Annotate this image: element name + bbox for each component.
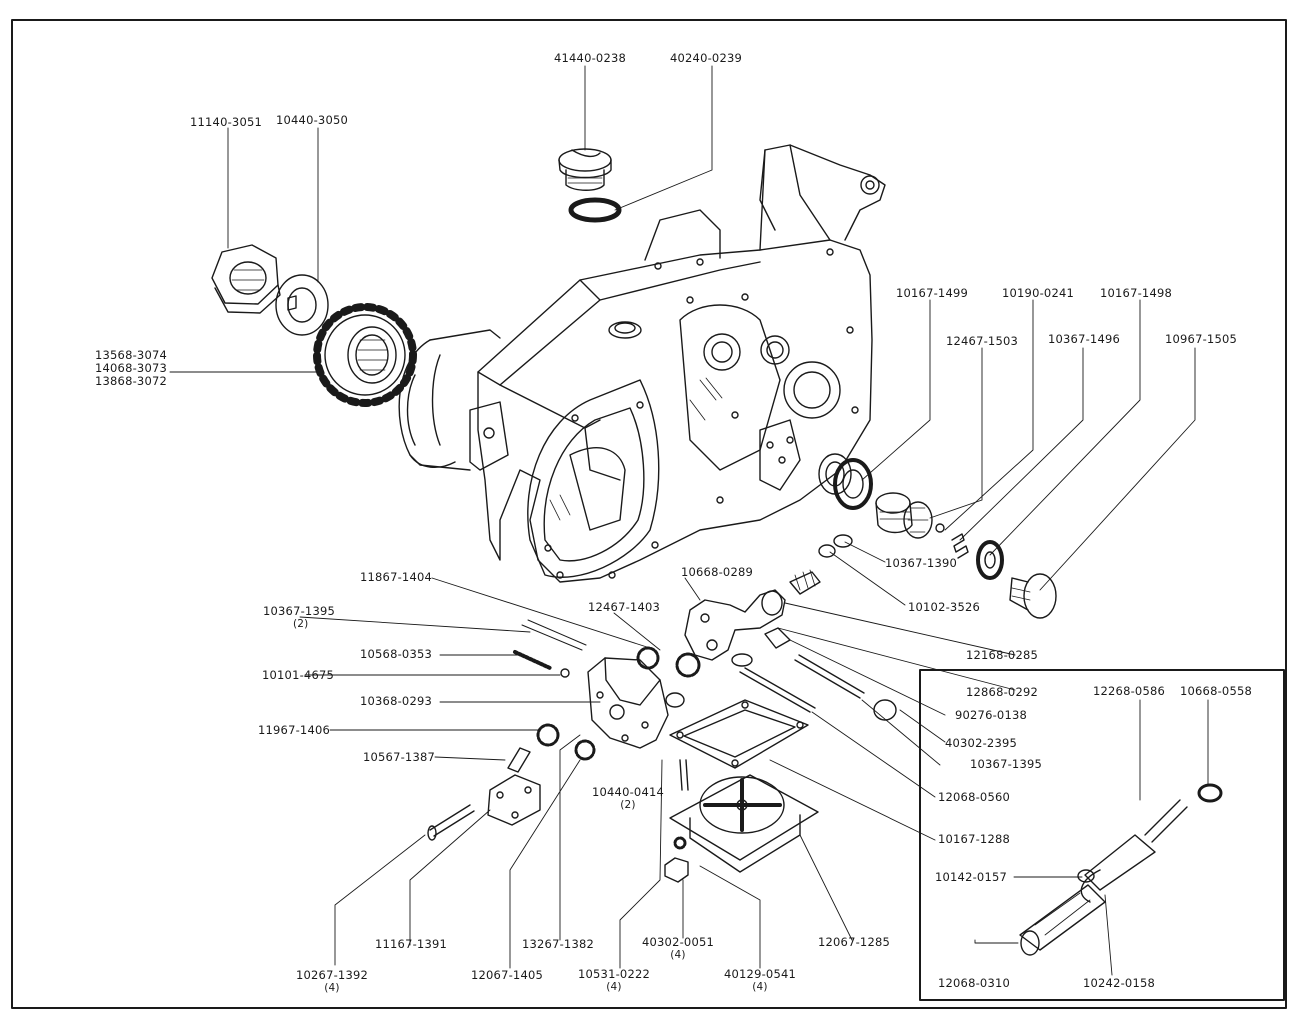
part-label: 11140-3051 xyxy=(190,115,262,129)
part-label: 13267-1382 xyxy=(522,937,594,951)
part-label: 11167-1391 xyxy=(375,937,447,951)
part-label: 12467-1503 xyxy=(946,334,1018,348)
part-quantity: (4) xyxy=(324,982,340,994)
part-label: 10440-3050 xyxy=(276,113,348,127)
sprocket-nut xyxy=(211,244,281,314)
page-frame xyxy=(11,19,1287,1009)
part-quantity: (2) xyxy=(293,618,309,630)
pump-screw xyxy=(427,804,475,841)
part-label: 11867-1404 xyxy=(360,570,432,584)
part-quantity: (4) xyxy=(606,981,622,993)
part-label: 10568-0353 xyxy=(360,647,432,661)
studs xyxy=(513,619,865,791)
inset-sleeve xyxy=(1019,884,1106,956)
part-label: 10668-0289 xyxy=(681,565,753,579)
nut-cap xyxy=(665,692,685,708)
leader-lines xyxy=(169,65,1209,976)
star-washer xyxy=(673,836,687,850)
part-quantity: (4) xyxy=(752,981,768,993)
part-label: 41440-0238 xyxy=(554,51,626,65)
sump-nut xyxy=(664,857,689,883)
filter-sump xyxy=(669,774,819,873)
part-label: 13568-3074 xyxy=(95,348,167,362)
part-label: 10368-0293 xyxy=(360,694,432,708)
spring xyxy=(951,533,969,559)
part-label: 12868-0292 xyxy=(966,685,1038,699)
small-washer xyxy=(818,544,836,558)
lock-washer xyxy=(275,274,329,336)
inset-shaft xyxy=(1077,783,1223,903)
part-label: 10668-0558 xyxy=(1180,684,1252,698)
check-ball xyxy=(560,668,570,678)
part-label: 10190-0241 xyxy=(1002,286,1074,300)
part-label: 10167-1499 xyxy=(896,286,968,300)
part-quantity: (4) xyxy=(670,949,686,961)
pump-gasket xyxy=(669,699,809,769)
part-label: 12467-1403 xyxy=(588,600,660,614)
part-label: 11967-1406 xyxy=(258,723,330,737)
locknut xyxy=(873,699,897,721)
inset-frame xyxy=(919,669,1285,1001)
part-label: 13868-3072 xyxy=(95,374,167,388)
part-label: 10167-1498 xyxy=(1100,286,1172,300)
part-label: 10367-1395 (2) xyxy=(263,605,335,631)
part-label: 10267-1392 (4) xyxy=(296,969,368,995)
part-label: 12067-1405 xyxy=(471,968,543,982)
ball xyxy=(935,523,945,533)
part-label: 90276-0138 xyxy=(955,708,1027,722)
part-label: 12268-0586 xyxy=(1093,684,1165,698)
part-label: 12068-0560 xyxy=(938,790,1010,804)
part-label: 10967-1505 xyxy=(1165,332,1237,346)
part-label: 10242-0158 xyxy=(1083,976,1155,990)
part-number: 10267-1392 xyxy=(296,968,368,982)
part-quantity: (2) xyxy=(620,799,636,811)
part-label: 40302-2395 xyxy=(945,736,1017,750)
part-label: 10167-1288 xyxy=(938,832,1010,846)
part-number: 40129-0541 xyxy=(724,967,796,981)
part-number: 10531-0222 xyxy=(578,967,650,981)
pump-plunger xyxy=(789,569,821,595)
part-label: 10102-3526 xyxy=(908,600,980,614)
oil-seal xyxy=(833,458,873,510)
part-label: 10531-0222 (4) xyxy=(578,968,650,994)
part-number: 10367-1395 xyxy=(263,604,335,618)
end-plate xyxy=(487,774,541,826)
bearing-sleeve xyxy=(875,492,933,539)
part-label: 10367-1496 xyxy=(1048,332,1120,346)
part-label: 40240-0239 xyxy=(670,51,742,65)
part-label: 14068-3073 xyxy=(95,361,167,375)
pump-gears xyxy=(536,646,701,761)
part-label: 12068-0310 xyxy=(938,976,1010,990)
drain-plug xyxy=(1009,573,1057,619)
part-label: 10440-0414 (2) xyxy=(592,786,664,812)
part-label: 10367-1395 xyxy=(970,757,1042,771)
t-bolt xyxy=(731,627,816,713)
part-label: 10142-0157 xyxy=(935,870,1007,884)
part-label: 12168-0285 xyxy=(966,648,1038,662)
washer-right xyxy=(976,540,1004,580)
pin xyxy=(507,747,531,773)
part-label: 40129-0541 (4) xyxy=(724,968,796,994)
gearbox-housing xyxy=(398,144,886,583)
part-label: 12067-1285 xyxy=(818,935,890,949)
gearbox-sprocket xyxy=(313,303,417,407)
part-number: 40302-0051 xyxy=(642,935,714,949)
filler-washer xyxy=(568,197,622,223)
part-label: 10101-4675 xyxy=(262,668,334,682)
part-label: 40302-0051 (4) xyxy=(642,936,714,962)
pump-body-right xyxy=(684,589,786,661)
part-label: 10367-1390 xyxy=(885,556,957,570)
circlip xyxy=(833,534,853,548)
part-label: 10567-1387 xyxy=(363,750,435,764)
pump-body-left xyxy=(587,657,669,749)
part-number: 10440-0414 xyxy=(592,785,664,799)
filler-cap xyxy=(558,148,612,191)
